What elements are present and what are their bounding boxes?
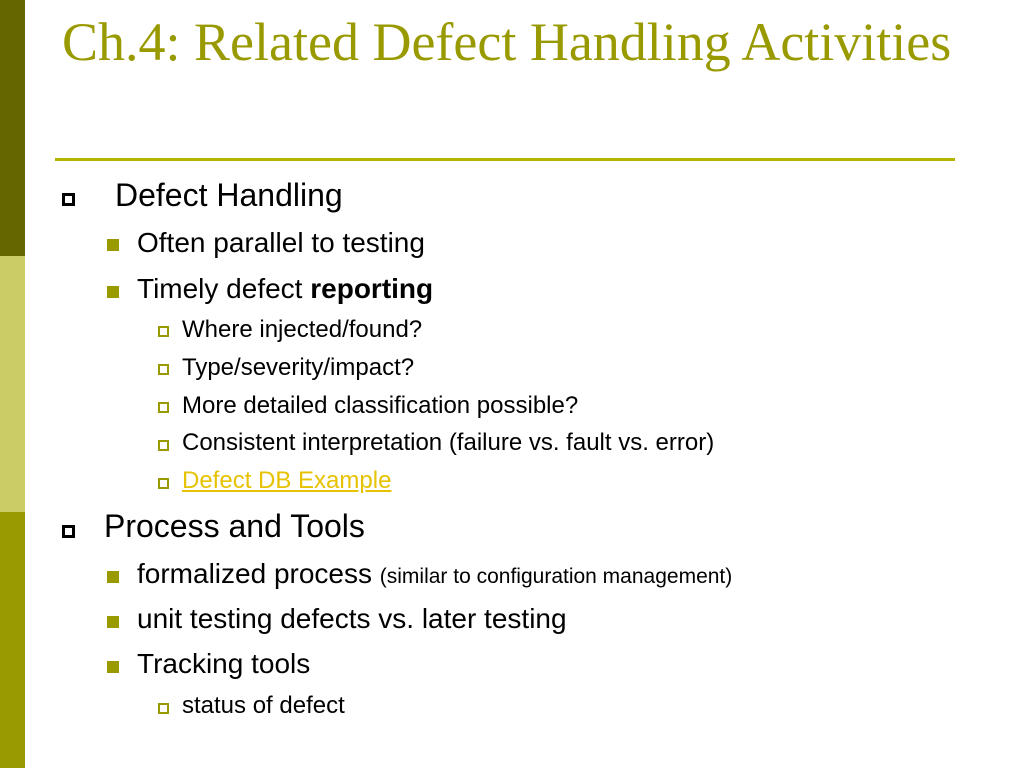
bullet-often-parallel: Often parallel to testing [137, 227, 425, 258]
sidebar-accent-bottom [0, 512, 25, 768]
bullet-timely-reporting: Timely defect reporting [137, 273, 433, 305]
sidebar-accent-top [0, 0, 25, 256]
bullet-square-icon [158, 364, 169, 375]
bullet-formalized-process: formalized process (similar to configura… [137, 558, 732, 590]
slide-title: Ch.4: Related Defect Handling Activities [62, 12, 952, 72]
sidebar-accent-middle [0, 256, 25, 512]
bullet-where-injected: Where injected/found? [182, 316, 423, 343]
bullet-square-icon [158, 326, 169, 337]
bullet-square-icon [158, 478, 169, 489]
bullet-tracking-tools: Tracking tools [137, 648, 311, 679]
bullet-square-icon [107, 571, 119, 583]
bullet-process-tools: Process and Tools [104, 508, 365, 544]
bullet-square-icon [107, 239, 119, 251]
reporting-emphasis: reporting [310, 273, 434, 304]
bullet-square-icon [107, 616, 119, 628]
bullet-square-icon [158, 402, 169, 413]
bullet-square-icon [158, 703, 169, 714]
bullet-square-icon [62, 193, 75, 206]
bullet-square-icon [107, 661, 119, 673]
bullet-unit-testing: unit testing defects vs. later testing [137, 603, 567, 634]
bullet-square-icon [158, 440, 169, 451]
bullet-more-detailed: More detailed classification possible? [182, 392, 579, 419]
bullet-consistent-interpretation: Consistent interpretation (failure vs. f… [182, 429, 715, 456]
formalized-note: (similar to configuration management) [379, 565, 733, 588]
formalized-text: formalized process [137, 558, 380, 589]
bullet-square-icon [62, 525, 75, 538]
timely-text: Timely defect [137, 273, 311, 304]
defect-db-example-link[interactable]: Defect DB Example [182, 467, 392, 494]
bullet-type-severity: Type/severity/impact? [182, 354, 415, 381]
title-divider [55, 158, 955, 161]
bullet-defect-handling: Defect Handling [115, 177, 343, 213]
bullet-square-icon [107, 286, 119, 298]
bullet-status-of-defect: status of defect [182, 692, 345, 719]
